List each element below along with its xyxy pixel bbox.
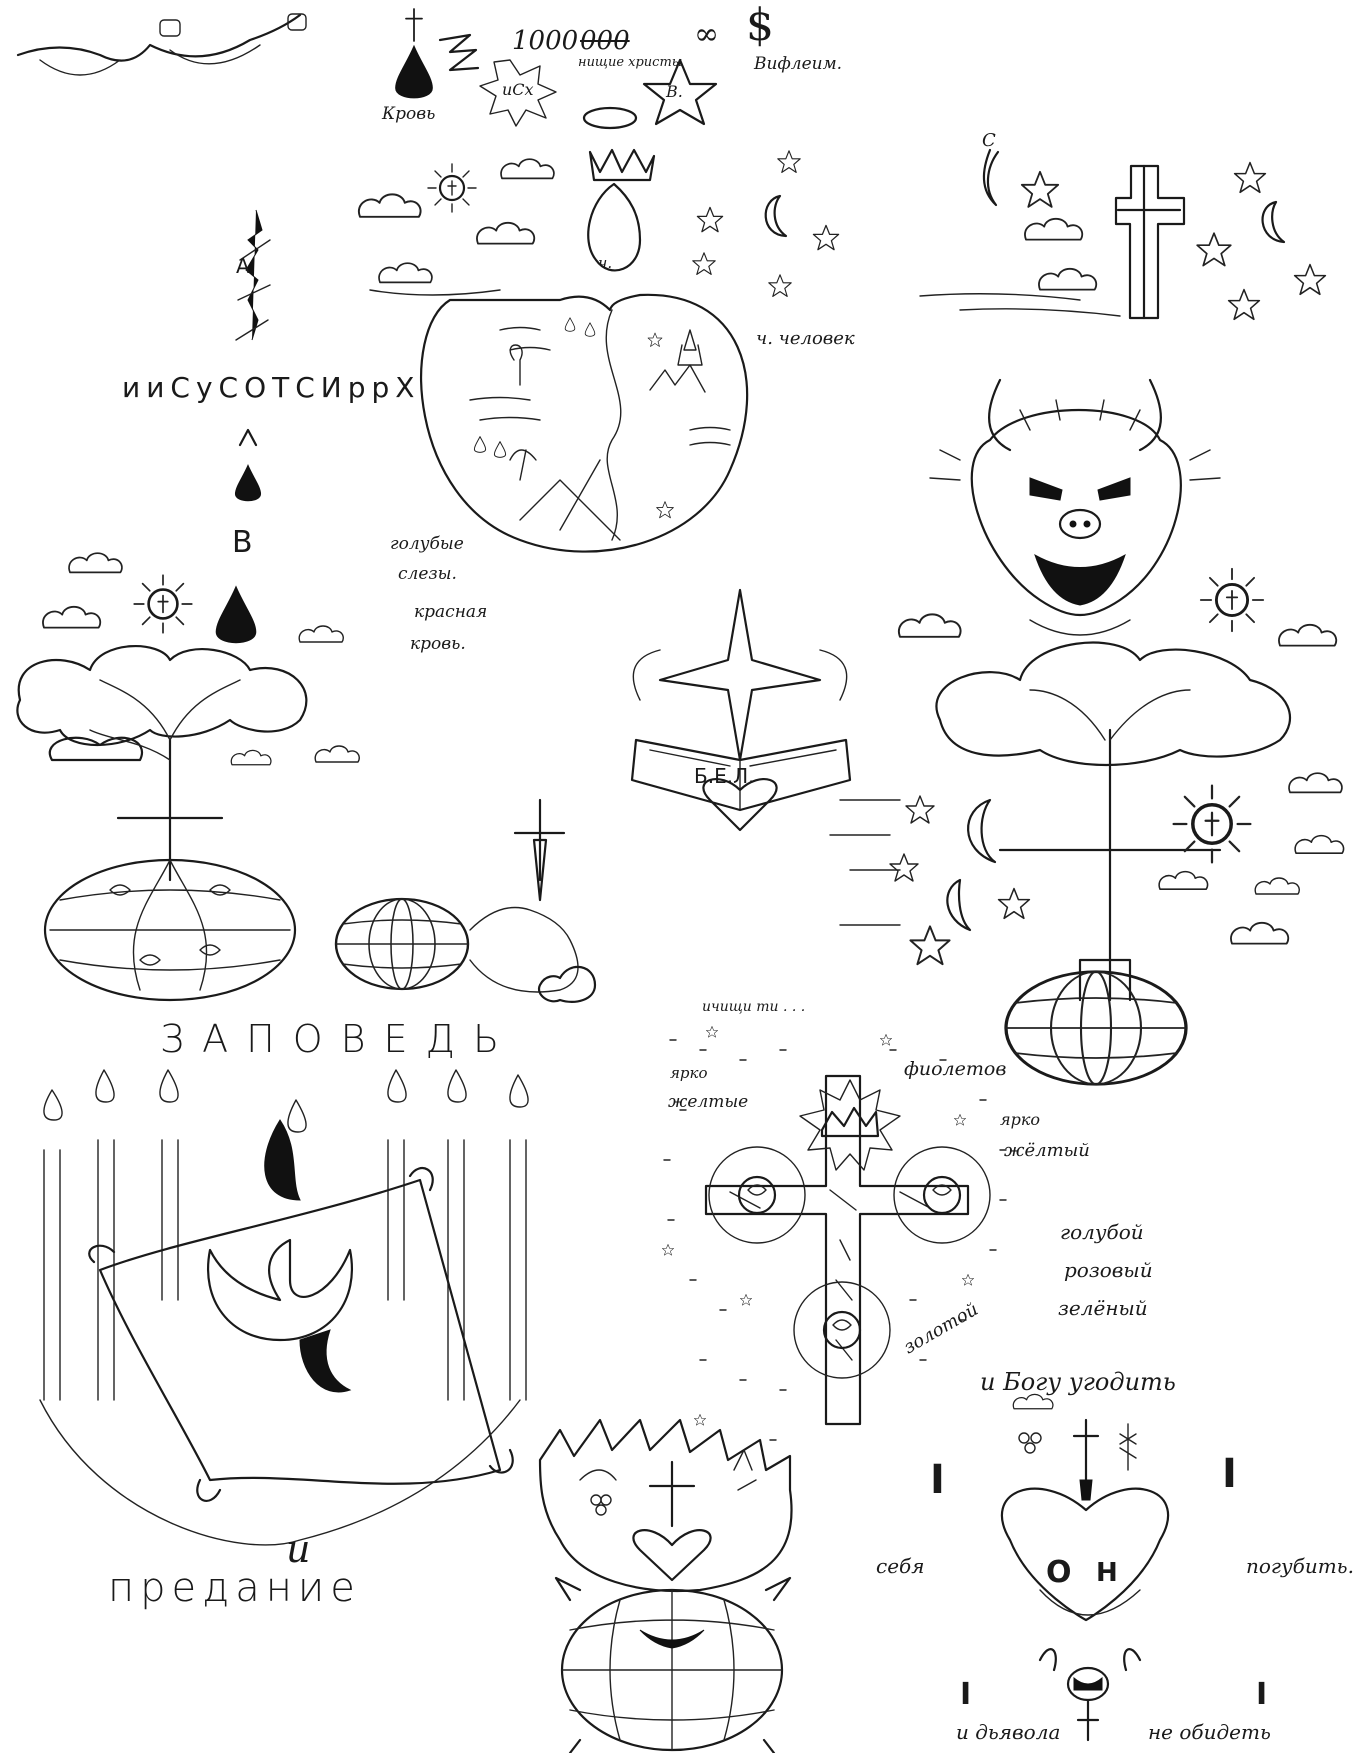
bethlehem-label: Вифлеим. [754, 54, 843, 74]
book-star-drawing [630, 588, 852, 832]
betrayal-title: предание [108, 1565, 361, 1611]
book-label: Б.Е.Л. [694, 764, 755, 788]
scroll-candles-drawing [39, 1069, 529, 1546]
red-blood-label-2: кровь. [410, 634, 466, 654]
green-label: зелёный [1058, 1296, 1148, 1320]
human-label: ч. человек [756, 328, 855, 349]
pink-label: розовый [1064, 1258, 1153, 1282]
name-column [215, 209, 271, 644]
world-apple-drawing [420, 148, 749, 553]
not-offend-label: не обидеть [1148, 1720, 1271, 1744]
blue-label: голубой [1060, 1220, 1144, 1244]
globe-chain-drawing [334, 798, 597, 1003]
c-label: С [982, 130, 996, 151]
bright-yellow-3: ярко [1000, 1110, 1041, 1129]
dots-row: ичищи ти . . . [702, 999, 806, 1015]
letter-i-bottom-left: I [960, 1677, 972, 1712]
poor-christs-label: нищие христы [578, 55, 683, 70]
ihs-label: иСх [502, 80, 534, 99]
sky-decoration [357, 150, 840, 297]
dollar-symbol: $ [746, 0, 774, 51]
tree-cross-globe-right [829, 567, 1345, 1086]
letter-h-center: Н [1096, 1558, 1118, 1588]
ch-label: ч. [598, 254, 613, 272]
reversed-name-row: ииСуСОТСИррХ [122, 371, 421, 404]
letter-v: В [232, 525, 253, 560]
candle-icon [43, 1069, 529, 1401]
bright-yellow-2: желтые [668, 1092, 749, 1112]
garland-doodle [16, 13, 307, 76]
letter-i-right: I [1222, 1451, 1237, 1497]
self-label: себя [876, 1554, 925, 1578]
bright-yellow-4: жёлтый [1004, 1140, 1090, 1161]
bright-yellow-1: ярко [670, 1064, 708, 1082]
night-cross-drawing [919, 148, 1327, 321]
devil-face-icon [929, 378, 1221, 636]
letter-a: А [236, 254, 250, 278]
thousand-label: 1000 [512, 26, 579, 56]
red-blood-label-1: красная [414, 602, 488, 622]
blue-tears-label-2: слезы. [398, 564, 457, 584]
v-star-label: В. [666, 82, 683, 101]
struck-zeros: 000 [580, 26, 630, 56]
letter-i-left: I [930, 1457, 945, 1503]
commandment-title: ЗАПОВЕДЬ [160, 1017, 518, 1061]
violet-label: фиолетов [904, 1058, 1007, 1080]
destroy-label: погубить. [1246, 1554, 1354, 1578]
rose-cross-drawing [662, 1026, 1007, 1441]
blood-drop-cross-icon [395, 8, 480, 99]
devil-label: и дьявола [956, 1720, 1061, 1744]
letter-o-center: О [1046, 1555, 1072, 1590]
tree-cross-globe-left [16, 552, 360, 1002]
globe-creature-drawing [538, 1418, 793, 1753]
heart-devil-drawing [1000, 1393, 1170, 1742]
blue-tears-label-1: голубые [390, 534, 464, 554]
and-word: и [286, 1527, 311, 1571]
blood-label: Кровь [382, 104, 436, 124]
please-god-label: и Богу угодить [980, 1368, 1176, 1396]
letter-i-bottom-right: I [1256, 1677, 1268, 1712]
infinity-symbol: ∞ [694, 17, 719, 52]
halo-ring [479, 58, 718, 130]
